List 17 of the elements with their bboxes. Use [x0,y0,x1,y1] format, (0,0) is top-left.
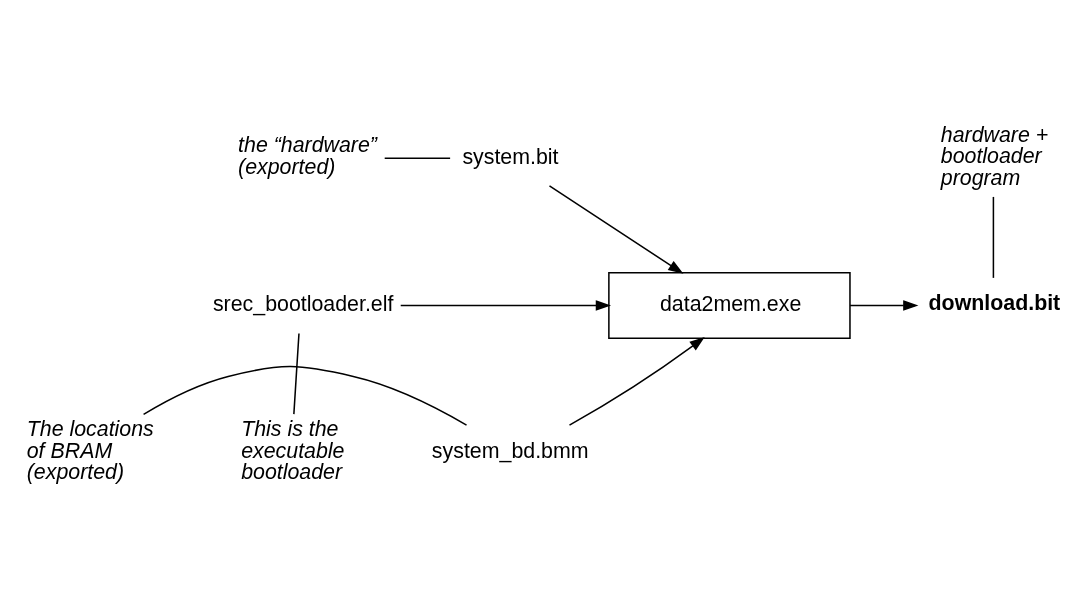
arrow [568,336,705,426]
arrow [399,299,612,311]
node-text: system_bd.bmm [431,438,589,463]
node-text: download.bit [928,290,1061,315]
arrow [849,299,919,311]
connector [383,157,451,159]
node-text: The locations of BRAM (exported) [26,416,154,484]
connector [142,365,468,426]
node-text: srec_bootloader.elf [212,291,394,316]
connector [992,195,995,279]
connector [293,332,300,415]
arrow [548,184,684,274]
node-text: system.bit [462,144,559,169]
node-text: hardware + bootloader program [940,122,1049,189]
node-box: data2mem.exe [608,271,851,339]
node-text: the “hardware” (exported) [238,132,377,179]
node-text: This is the executable bootloader [241,416,345,484]
